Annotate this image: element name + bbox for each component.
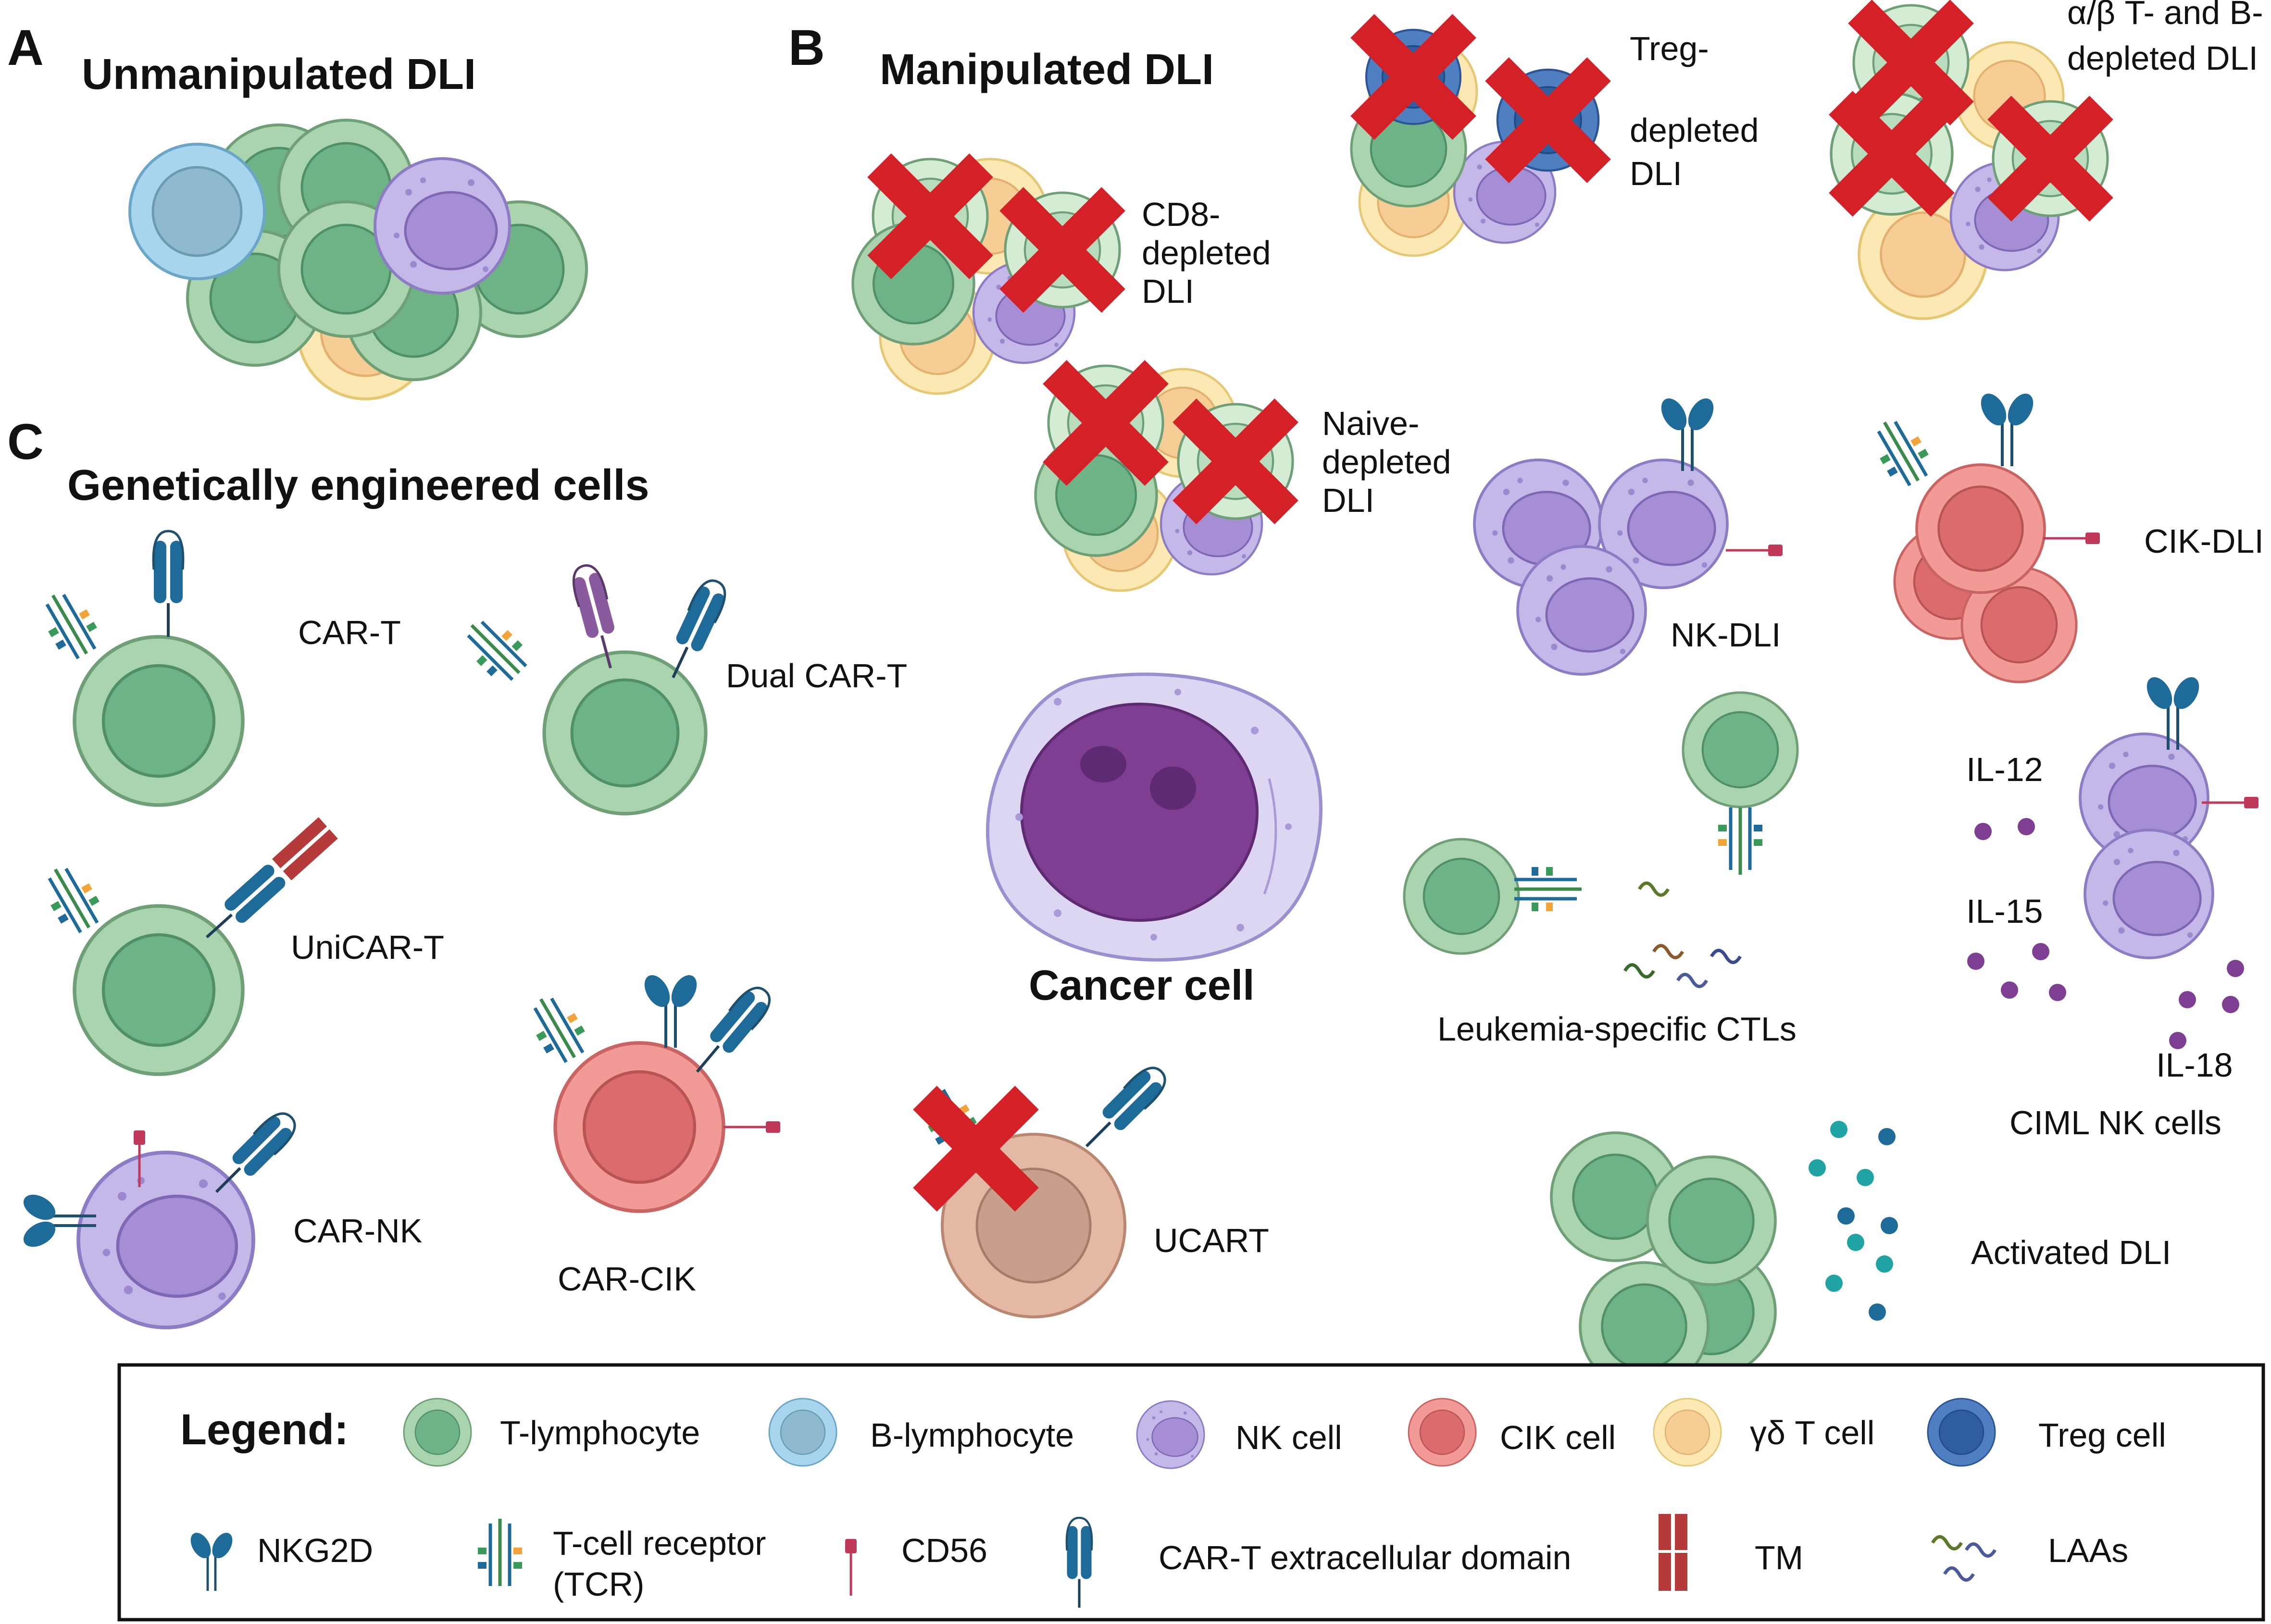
panel-b-title: Manipulated DLI	[880, 46, 1214, 94]
car-nk-label: CAR-NK	[293, 1212, 422, 1250]
legend-treg-cell: Treg cell	[2038, 1416, 2166, 1454]
cik-dli-label: CIK-DLI	[2144, 522, 2264, 560]
activated-dli-cluster	[1551, 1133, 1775, 1390]
legend-car: CAR-T extracellular domain	[1159, 1539, 1571, 1576]
legend-cik-cell-icon	[1408, 1398, 1477, 1467]
legend-cd56: CD56	[901, 1532, 987, 1569]
il15-label: IL-15	[1966, 893, 2043, 930]
unicar-t-label: UniCAR-T	[291, 929, 444, 966]
dual-car-t-cell	[456, 564, 731, 814]
panel-b-letter: B	[788, 20, 825, 76]
legend-cik-cell: CIK cell	[1500, 1419, 1616, 1456]
il18-label: IL-18	[2156, 1046, 2233, 1084]
cancer-cell-label: Cancer cell	[1029, 961, 1255, 1009]
legend-laa: LAAs	[2048, 1532, 2128, 1569]
legend-t-cell: T-lymphocyte	[500, 1414, 700, 1451]
legend-t-cell-icon	[403, 1398, 472, 1467]
cytokine-dots	[1809, 1121, 1898, 1321]
ctl-label: Leukemia-specific CTLs	[1437, 1010, 1797, 1048]
legend-title: Legend:	[180, 1406, 349, 1454]
panel-a-title: Unmanipulated DLI	[82, 50, 476, 99]
panel-c-letter: C	[7, 414, 44, 470]
legend-treg-cell-icon	[1927, 1398, 1996, 1467]
legend-b-cell: B-lymphocyte	[870, 1416, 1074, 1454]
panel-a-letter: A	[7, 20, 44, 76]
ctl-cluster	[1404, 693, 1797, 988]
legend-gd-cell-icon	[1653, 1398, 1722, 1467]
car-t-cell	[34, 531, 243, 805]
ciml-label: CIML NK cells	[2009, 1104, 2221, 1141]
ucart-label: UCART	[1154, 1222, 1269, 1259]
legend-nk-cell: NK cell	[1235, 1419, 1342, 1456]
car-cik-label: CAR-CIK	[558, 1260, 696, 1298]
ab-depleted-label: α/β T- and B-depleted DLI	[2067, 0, 2263, 77]
legend-gd-cell: γδ T cell	[1750, 1414, 1874, 1451]
legend-tcr: T-cell receptor(TCR)	[553, 1525, 766, 1603]
legend-nkg2d: NKG2D	[257, 1532, 373, 1569]
cancer-cell	[986, 672, 1323, 962]
car-cik-cell	[522, 971, 780, 1211]
il-dots	[1967, 818, 2244, 1049]
activated-dli-label: Activated DLI	[1971, 1234, 2171, 1271]
legend-b-cell-icon	[768, 1398, 837, 1467]
il12-label: IL-12	[1966, 751, 2043, 788]
ucart-cell	[913, 1061, 1172, 1318]
cik-dli-cluster	[1865, 389, 2100, 682]
legend-laa-icon	[1931, 1535, 1997, 1582]
unicar-t-cell	[36, 817, 338, 1074]
nk-dli-label: NK-DLI	[1671, 616, 1781, 654]
legend-box: Legend: T-lymphocyte B-lymphocyte NK cel…	[117, 1363, 2265, 1622]
car-nk-cell	[19, 1107, 302, 1327]
panel-c-title: Genetically engineered cells	[67, 461, 649, 509]
treg-depleted-cluster	[1350, 14, 1611, 256]
legend-nk-cell-icon	[1136, 1400, 1205, 1469]
legend-tm: TM	[1755, 1539, 1803, 1576]
legend-tm-icon	[1656, 1514, 1690, 1591]
dual-car-t-label: Dual CAR-T	[726, 657, 907, 694]
unmanipulated-dli-cluster	[130, 120, 586, 399]
car-t-label: CAR-T	[298, 614, 401, 651]
cd8-depleted-cluster	[853, 153, 1125, 394]
ciml-nk-cluster	[2080, 673, 2259, 958]
naive-depleted-cluster	[1036, 360, 1298, 591]
